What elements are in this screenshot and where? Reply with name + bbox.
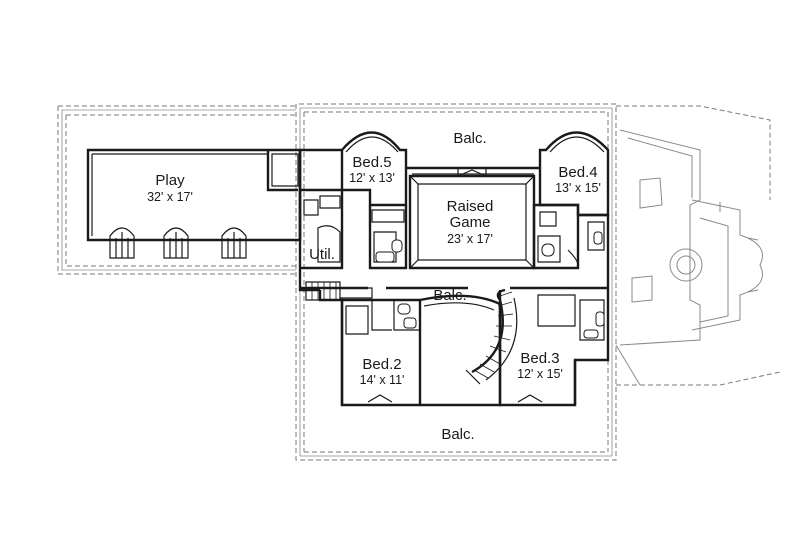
terrace-outline <box>57 103 781 461</box>
room-name-game: Raised <box>447 198 494 215</box>
balcony-railings <box>61 107 613 457</box>
room-dim-bed5: 12' x 13' <box>349 171 395 185</box>
room-name-bed4: Bed.4 <box>558 164 597 181</box>
balcony-label-top: Balc. <box>453 130 486 147</box>
room-dim-bed4: 13' x 15' <box>555 181 601 195</box>
room-name-bed3: Bed.3 <box>520 350 559 367</box>
room-dim-game: 23' x 17' <box>447 232 493 246</box>
room-dim-play: 32' x 17' <box>147 190 193 204</box>
room-name-play: Play <box>155 172 185 189</box>
lower-level-ghost <box>615 129 763 386</box>
dormer-windows <box>109 227 247 259</box>
room-name-game-2: Game <box>450 214 491 231</box>
room-name-bed5: Bed.5 <box>352 154 391 171</box>
room-dim-bed2: 14' x 11' <box>360 373 405 387</box>
room-name-bed2: Bed.2 <box>362 356 401 373</box>
balcony-label-middle: Balc. <box>433 287 466 304</box>
play-room-walls <box>86 148 302 259</box>
room-labels: Play 32' x 17' Bed.5 12' x 13' Bed.4 13'… <box>147 130 601 443</box>
room-name-util: Util. <box>309 246 335 263</box>
stairs <box>305 281 518 385</box>
room-dim-bed3: 12' x 15' <box>517 367 563 381</box>
balcony-label-bottom: Balc. <box>441 426 474 443</box>
